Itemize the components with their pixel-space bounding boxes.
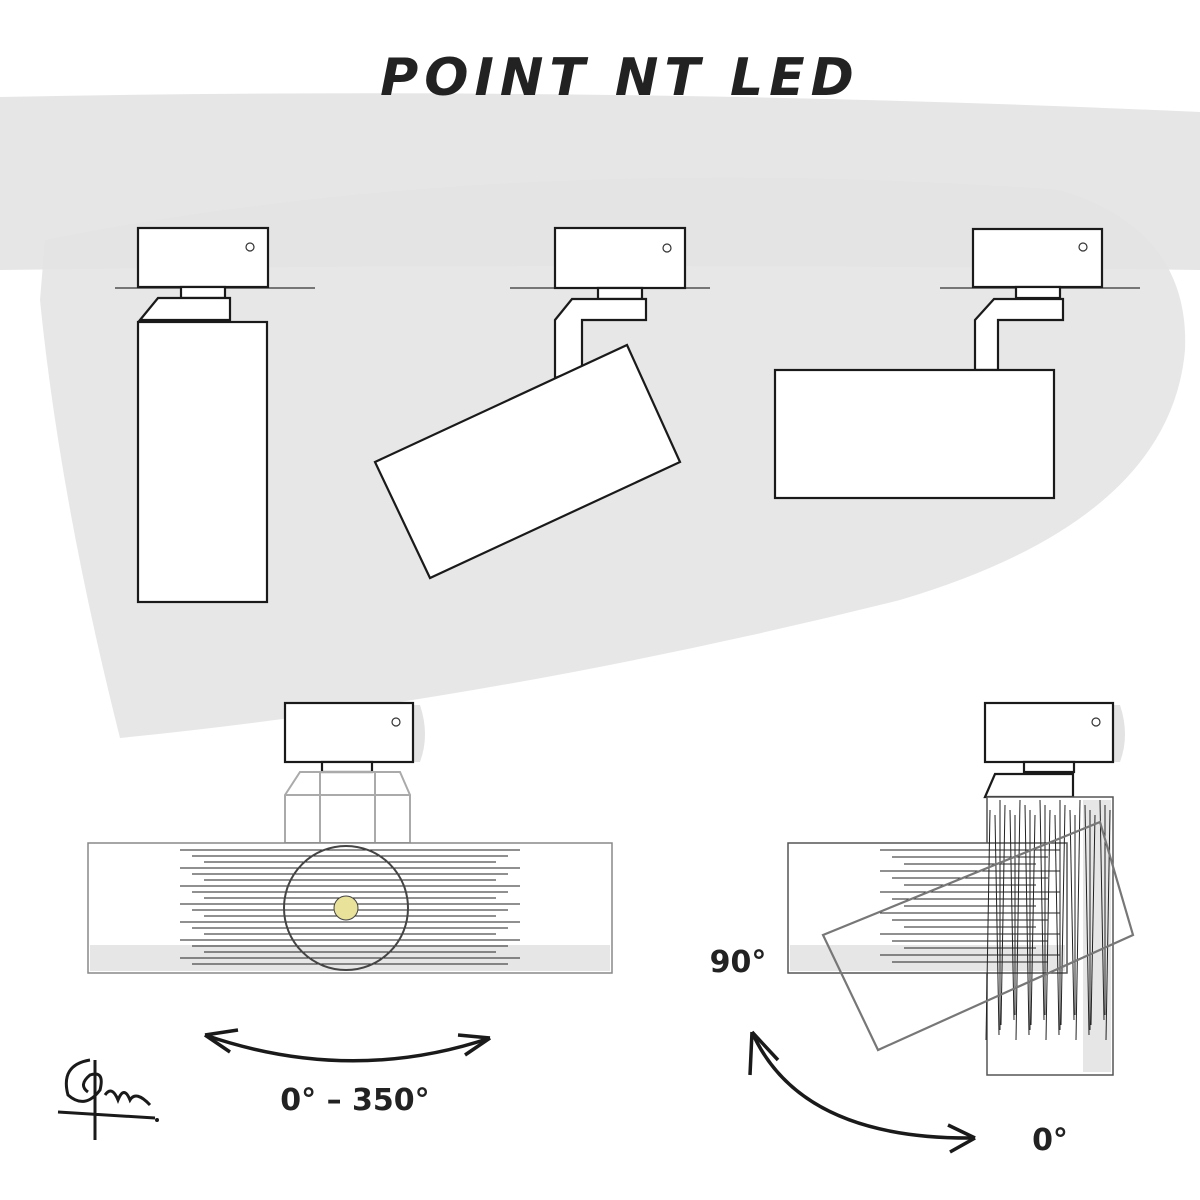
fixture-body xyxy=(373,343,682,580)
fixture-vertical xyxy=(115,226,315,604)
tilt-min-label: 0° xyxy=(1032,1123,1068,1158)
rotation-range-label: 0° – 350° xyxy=(280,1083,429,1118)
tilt-view: 90° 0° xyxy=(710,701,1135,1158)
title-text: POINT NT LED xyxy=(380,48,860,108)
hatch-line xyxy=(1075,799,1081,1041)
hatch-line xyxy=(1009,809,1015,1021)
hatch-line xyxy=(1039,799,1045,1021)
fixture-tilted xyxy=(373,226,710,580)
track-adapter xyxy=(136,226,270,289)
rotation-arrow xyxy=(204,1033,491,1063)
signature-logo xyxy=(57,1058,159,1140)
fixture-body xyxy=(136,320,269,604)
screw-icon xyxy=(245,242,255,252)
fixture-body xyxy=(773,368,1056,500)
hatch-line xyxy=(1090,814,1096,1026)
hatch-line xyxy=(1045,809,1051,1041)
hatch-line xyxy=(1054,814,1060,1036)
arrowhead-icon xyxy=(748,1030,780,1076)
tilt-arrow xyxy=(750,1031,976,1140)
hatch-line xyxy=(1060,804,1066,1026)
arrowhead-icon xyxy=(947,1123,976,1154)
arrowhead-icon xyxy=(457,1033,491,1057)
hatch-line xyxy=(1015,799,1021,1041)
hatch-line xyxy=(1099,799,1105,1021)
hatch-line xyxy=(1024,804,1030,1036)
hatch-line xyxy=(994,814,1000,1036)
led-lens xyxy=(333,895,359,921)
hatch-line xyxy=(1069,809,1075,1021)
fixture-horizontal xyxy=(773,227,1140,500)
hatch-line xyxy=(1030,814,1036,1026)
arrowhead-icon xyxy=(204,1028,239,1054)
rotation-view: 0° – 350° xyxy=(87,701,613,1118)
hatch-line xyxy=(1105,809,1111,1041)
tilt-max-label: 90° xyxy=(710,945,767,980)
hatch-line xyxy=(1084,804,1090,1036)
hatch-line xyxy=(1000,804,1006,1026)
